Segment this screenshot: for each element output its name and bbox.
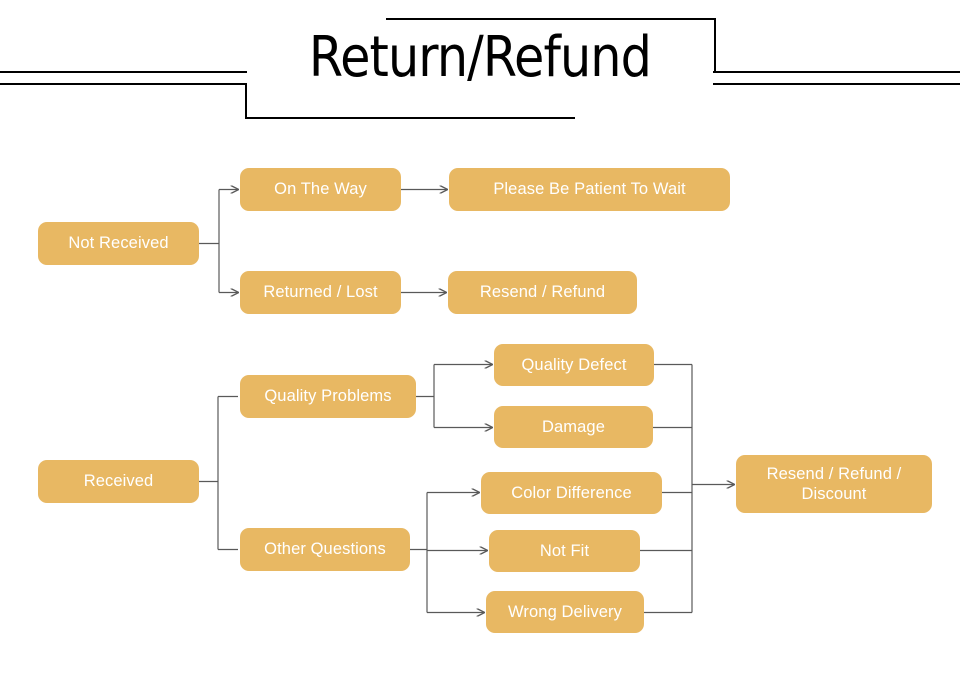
node-received[interactable]: Received	[38, 460, 199, 503]
node-label: Color Difference	[511, 483, 632, 502]
node-resend-refund[interactable]: Resend / Refund	[448, 271, 637, 314]
node-returned-lost[interactable]: Returned / Lost	[240, 271, 401, 314]
node-label: Returned / Lost	[263, 283, 378, 302]
header-rule-bottom	[245, 117, 575, 119]
node-label: Quality Defect	[521, 355, 627, 374]
header-rule-right-upper	[713, 71, 960, 73]
node-quality-problems[interactable]: Quality Problems	[240, 375, 416, 418]
node-label-line-1: Resend / Refund /	[766, 464, 902, 483]
node-other-questions[interactable]: Other Questions	[240, 528, 410, 571]
node-label: Resend / Refund	[479, 283, 606, 302]
page-title: Return/Refund	[308, 25, 652, 90]
node-label: Please Be Patient To Wait	[493, 180, 686, 199]
node-label: Damage	[542, 417, 605, 436]
header-rule-left-lower	[0, 83, 247, 85]
node-label: Wrong Delivery	[508, 602, 622, 621]
node-label: On The Way	[274, 180, 367, 199]
header-rule-right-lower	[713, 83, 960, 85]
node-resend-refund-discount[interactable]: Resend / Refund / Discount	[736, 455, 932, 513]
node-on-the-way[interactable]: On The Way	[240, 168, 401, 211]
node-label: Not Received	[68, 234, 169, 253]
node-color-difference[interactable]: Color Difference	[481, 472, 662, 514]
node-quality-defect[interactable]: Quality Defect	[494, 344, 654, 386]
header-rule-right-riser	[714, 18, 716, 72]
node-label: Resend / Refund / Discount	[767, 464, 902, 504]
header-banner: Return/Refund	[0, 0, 960, 135]
node-label-line-2: Discount	[801, 485, 867, 503]
header-rule-left-upper	[0, 71, 247, 73]
node-wrong-delivery[interactable]: Wrong Delivery	[486, 591, 644, 633]
node-please-be-patient-to-wait[interactable]: Please Be Patient To Wait	[449, 168, 730, 211]
node-label: Other Questions	[264, 540, 386, 559]
header-rule-top	[386, 18, 716, 20]
header-rule-left-riser	[245, 83, 247, 118]
node-label: Received	[83, 472, 154, 491]
node-label: Quality Problems	[264, 387, 392, 406]
node-not-fit[interactable]: Not Fit	[489, 530, 640, 572]
node-not-received[interactable]: Not Received	[38, 222, 199, 265]
node-label: Not Fit	[539, 541, 590, 560]
node-damage[interactable]: Damage	[494, 406, 653, 448]
